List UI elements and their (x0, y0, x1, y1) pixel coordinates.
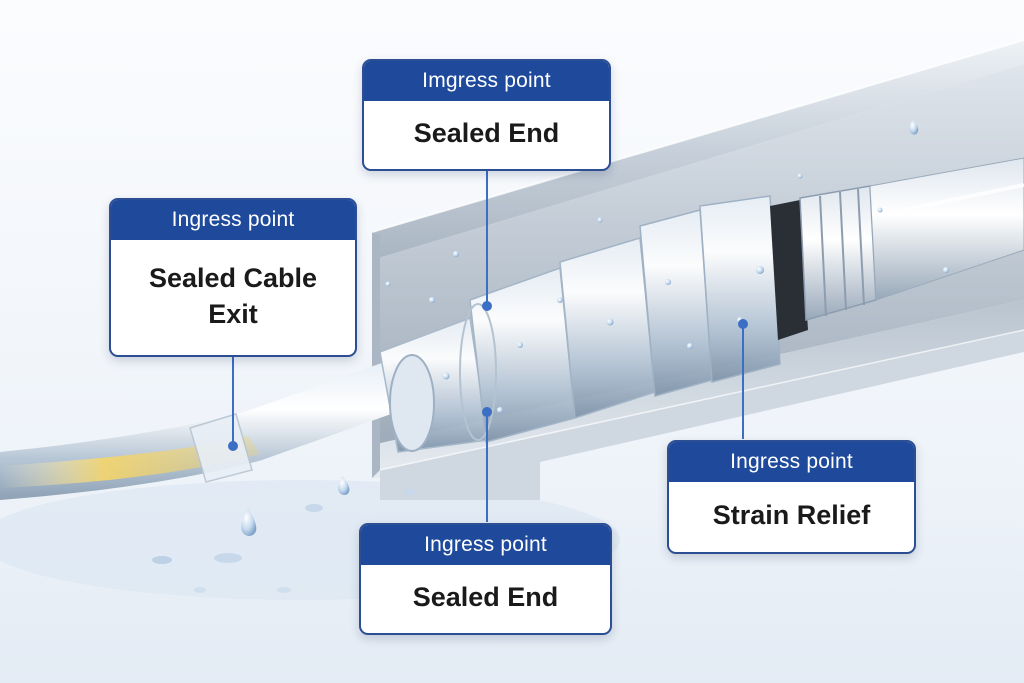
callout-header: Imgress point (364, 61, 609, 101)
callout-strain-relief: Ingress point Strain Relief (667, 440, 916, 554)
callout-sealed-end-top: Imgress point Sealed End (362, 59, 611, 171)
callout-label: Sealed Cable Exit (111, 240, 355, 353)
callout-label: Sealed End (361, 565, 610, 631)
callout-header: Ingress point (111, 200, 355, 240)
callout-label: Sealed End (364, 101, 609, 167)
end-cap (390, 355, 434, 451)
callout-header: Ingress point (669, 442, 914, 482)
callout-label: Strain Relief (669, 482, 914, 550)
callout-sealed-cable-exit: Ingress point Sealed Cable Exit (109, 198, 357, 357)
callout-header: Ingress point (361, 525, 610, 565)
callout-sealed-end-bottom: Ingress point Sealed End (359, 523, 612, 635)
